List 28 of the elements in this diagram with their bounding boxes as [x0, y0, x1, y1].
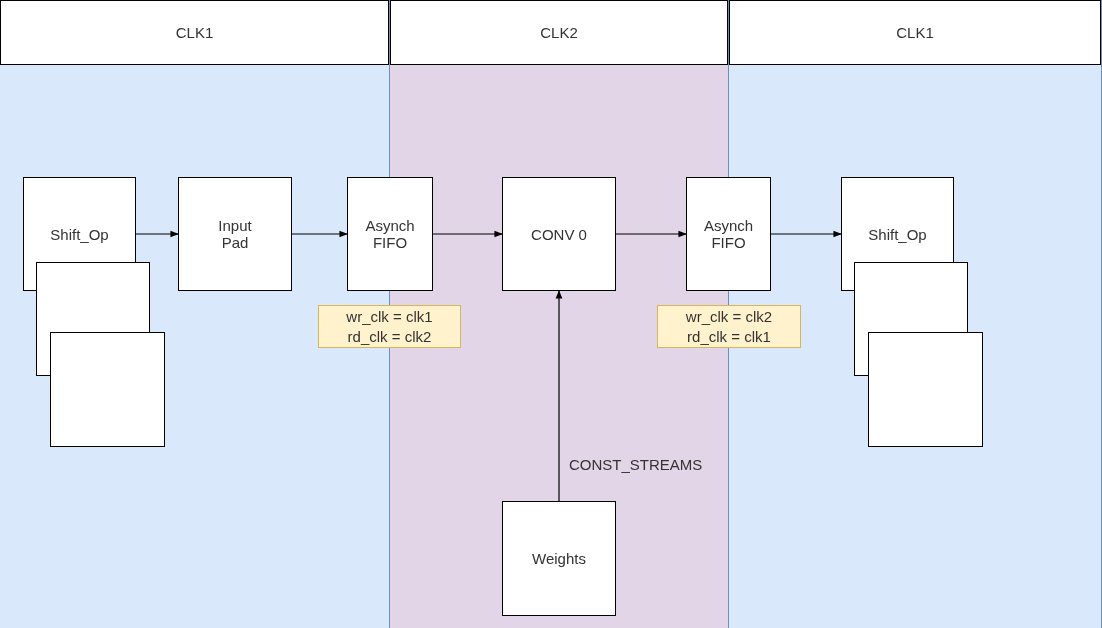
note-text: wr_clk = clk1 rd_clk = clk2: [345, 306, 434, 347]
arrow: [432, 230, 503, 238]
lane-title: CLK1: [896, 24, 934, 41]
lane-title: CLK2: [540, 24, 578, 41]
box-label: Shift_Op: [867, 224, 928, 245]
note-box: [318, 305, 461, 348]
stacked-process-boxes: [23, 177, 166, 448]
box-label: Asynch FIFO: [702, 217, 755, 251]
process-box: [502, 177, 616, 291]
arrow: [291, 230, 348, 238]
arrow: [555, 290, 563, 502]
box-label: Asynch FIFO: [364, 217, 416, 251]
box-label: Input Pad: [217, 217, 253, 251]
lane-title: CLK1: [175, 24, 214, 41]
note-box: [657, 305, 801, 348]
arrow: [615, 230, 687, 238]
process-box: [347, 177, 433, 291]
process-box: [502, 501, 616, 616]
arrow: [135, 230, 179, 238]
stacked-process-boxes: [841, 177, 984, 448]
box-label: CONV 0: [531, 225, 587, 243]
box-label: Shift_Op: [49, 224, 110, 245]
edge-label: CONST_STREAMS: [569, 456, 703, 473]
arrow: [770, 230, 842, 238]
process-box: [178, 177, 292, 291]
note-text: wr_clk = clk2 rd_clk = clk1: [684, 306, 774, 347]
box-label: Weights: [532, 550, 586, 567]
process-box: [686, 177, 771, 291]
